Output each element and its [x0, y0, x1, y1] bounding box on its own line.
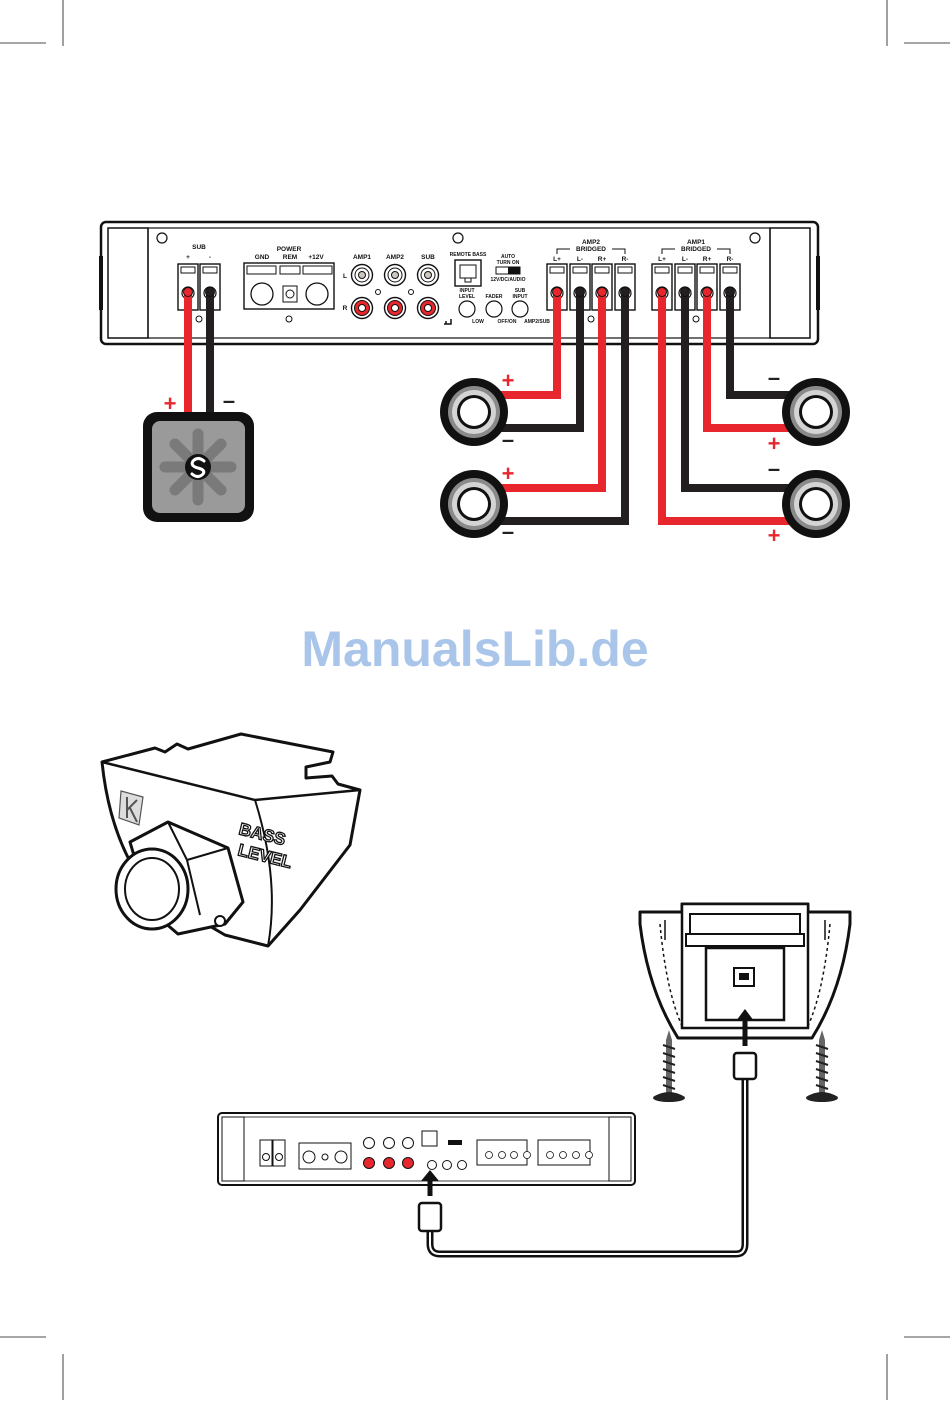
amp1-rp-label: R+ — [703, 256, 712, 263]
power-terminal-block — [244, 263, 334, 309]
rca-amp2-r — [385, 298, 406, 319]
amp2-title: AMP2 — [582, 239, 600, 246]
power-label: POWER — [277, 246, 302, 253]
sub-input-knob — [512, 301, 528, 317]
sub-rca-label: SUB — [421, 254, 435, 261]
spk-rr-plus: + — [768, 523, 781, 548]
spk-rl-plus: + — [502, 461, 515, 486]
spk-fr-plus: + — [768, 431, 781, 456]
input-level-label-2: LEVEL — [459, 294, 475, 300]
rca-amp1-r — [352, 298, 373, 319]
amp2-rp-label: R+ — [598, 256, 607, 263]
rca-sub-l — [418, 265, 439, 286]
amp1-rm-label: R- — [727, 256, 734, 263]
cable-plug-amp — [419, 1203, 441, 1231]
sub-minus-label: - — [209, 254, 211, 261]
rca-amp2-l — [385, 265, 406, 286]
amp2-lm-label: L- — [577, 256, 583, 263]
cable-plug-remote — [734, 1053, 756, 1079]
rca-amp1-l — [352, 265, 373, 286]
amp1-lm-label: L- — [682, 256, 688, 263]
12v-label: +12V — [308, 254, 324, 261]
sub-plus-label: + — [186, 254, 190, 261]
remote-bass-port — [455, 260, 481, 286]
spk-fl-minus: – — [502, 427, 514, 452]
off-on-label: OFF/ON — [498, 319, 517, 325]
rca-sub-r — [418, 298, 439, 319]
speaker-rear-left — [440, 470, 508, 538]
rca-r-label: R — [343, 305, 348, 312]
gnd-label: GND — [255, 254, 270, 261]
amplifier-small — [218, 1113, 635, 1185]
remote-bass-label: REMOTE BASS — [450, 252, 487, 258]
amp1-rca-label: AMP1 — [353, 254, 371, 261]
watermark: ManualsLib.de — [301, 621, 648, 677]
fader-label: FADER — [486, 294, 503, 300]
spk-rl-minus: – — [502, 519, 514, 544]
amp2-lp-label: L+ — [553, 256, 561, 263]
spk-fr-minus: – — [768, 365, 780, 390]
rem-label: REM — [283, 254, 297, 261]
amp1-title: AMP1 — [687, 239, 705, 246]
fader-knob — [486, 301, 502, 317]
rca-l-label: L — [343, 273, 347, 280]
sub-minus-sign: – — [223, 388, 235, 413]
amp2-rca-label: AMP2 — [386, 254, 404, 261]
mounting-screw-left — [653, 1030, 685, 1102]
amp1-bridged-label: BRIDGED — [681, 246, 711, 253]
amp2-bridged-label: BRIDGED — [576, 246, 606, 253]
amp2-sub-label: AMP2/SUB — [524, 319, 550, 325]
amp1-lp-label: L+ — [658, 256, 666, 263]
auto-mode-label: 12V/DC/AUDIO — [490, 277, 525, 283]
speaker-front-left — [440, 378, 508, 446]
low-label: LOW — [472, 319, 484, 325]
sub-plus-sign: + — [164, 391, 177, 416]
sub-label: SUB — [192, 244, 206, 251]
auto-turn-on-switch — [496, 267, 520, 274]
input-level-knob — [459, 301, 475, 317]
spk-fl-plus: + — [502, 368, 515, 393]
speaker-rear-right — [782, 470, 850, 538]
remote-bass-knob-unit: BASS LEVEL — [102, 734, 360, 946]
mounting-screw-right — [806, 1030, 838, 1102]
auto-turn-on-label-2: TURN ON — [497, 260, 520, 266]
amp2-rm-label: R- — [622, 256, 629, 263]
subwoofer — [143, 412, 254, 522]
speaker-front-right — [782, 378, 850, 446]
sub-input-label-2: INPUT — [513, 294, 528, 300]
spk-rr-minus: – — [768, 456, 780, 481]
